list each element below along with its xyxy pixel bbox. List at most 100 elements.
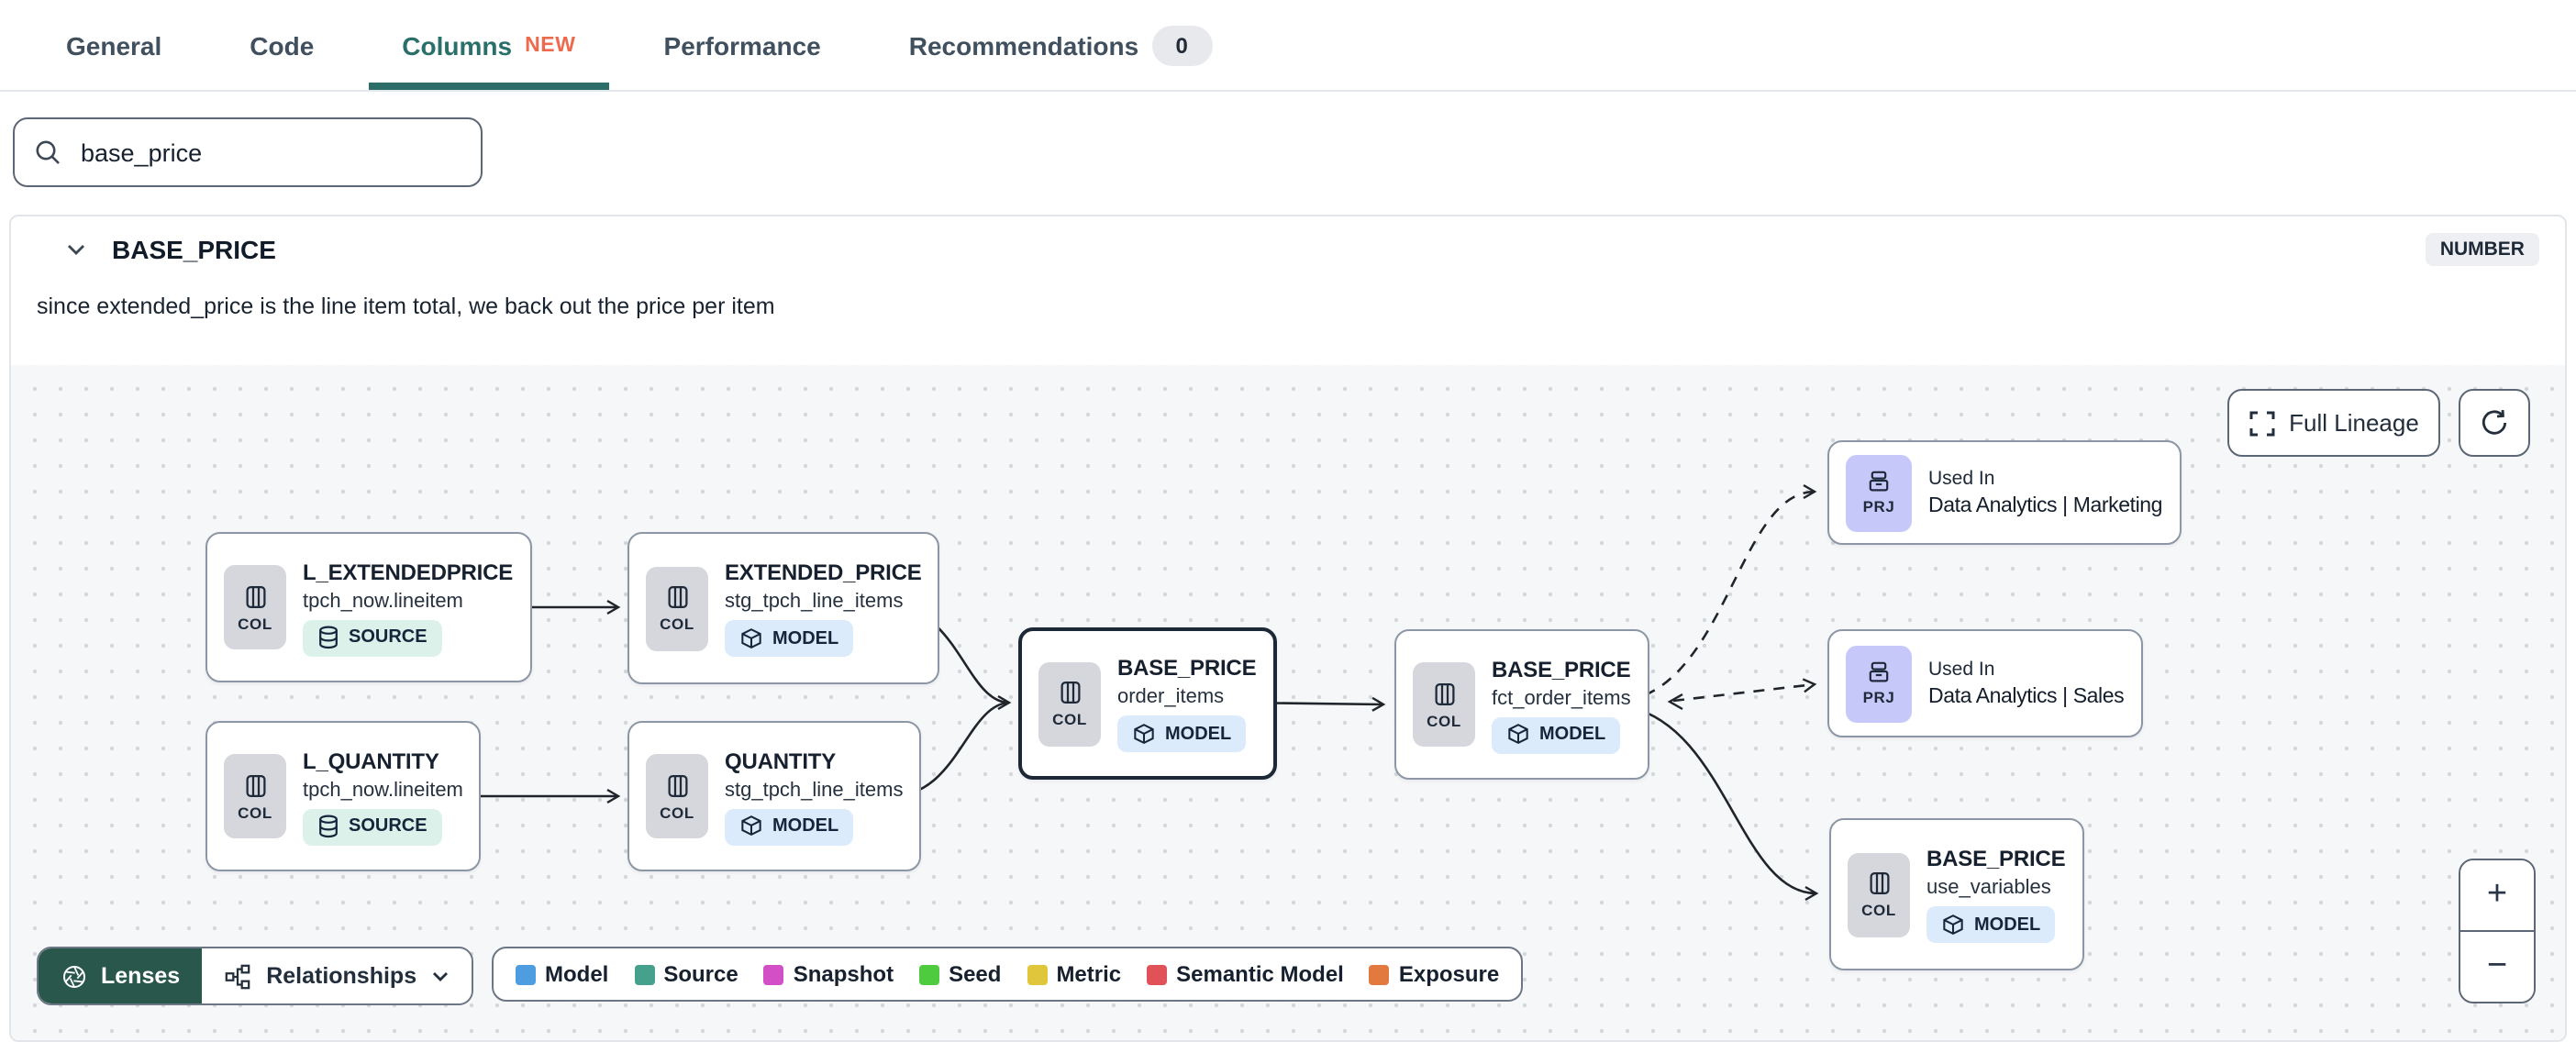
tab-general[interactable]: General: [66, 30, 162, 60]
refresh-button[interactable]: [2459, 389, 2530, 457]
legend-swatch: [763, 964, 784, 984]
col-badge: COL: [1038, 661, 1101, 746]
columns-icon: [245, 585, 265, 608]
node-subtitle: stg_tpch_line_items: [725, 591, 904, 613]
model-pill: MODEL: [1117, 715, 1247, 752]
cube-icon: [1134, 723, 1154, 744]
project-icon: [1869, 661, 1889, 682]
column-panel: BASE_PRICE NUMBER since extended_price i…: [9, 215, 2567, 1042]
columns-icon: [667, 586, 687, 609]
columns-icon: [1060, 682, 1080, 704]
node-subtitle: fct_order_items: [1492, 687, 1631, 709]
col-badge: COL: [224, 754, 286, 838]
lineage-node-l-extendedprice[interactable]: COL L_EXTENDEDPRICE tpch_now.lineitem SO…: [205, 532, 532, 682]
used-in-name: Data Analytics | Marketing: [1928, 495, 2163, 517]
cube-icon: [741, 815, 761, 837]
tab-columns[interactable]: Columns NEW: [369, 0, 608, 90]
columns-icon: [245, 774, 265, 797]
chevron-down-icon: [433, 971, 449, 981]
full-lineage-button[interactable]: Full Lineage: [2227, 389, 2440, 457]
collapse-chevron-icon[interactable]: [66, 242, 86, 257]
lineage-legend: Model Source Snapshot Seed Metric Semant…: [492, 947, 1524, 1002]
node-subtitle: stg_tpch_line_items: [725, 779, 904, 801]
legend-item-source: Source: [634, 961, 738, 987]
legend-item-model: Model: [516, 961, 608, 987]
tab-performance[interactable]: Performance: [663, 30, 821, 60]
used-in-label: Used In: [1928, 468, 1995, 490]
zoom-in-button[interactable]: +: [2460, 860, 2534, 930]
model-pill: MODEL: [1926, 906, 2056, 943]
legend-swatch: [516, 964, 536, 984]
node-subtitle: tpch_now.lineitem: [303, 779, 463, 801]
refresh-icon: [2482, 409, 2507, 435]
tab-code[interactable]: Code: [250, 30, 315, 60]
model-pill: MODEL: [725, 808, 854, 845]
search-icon: [36, 140, 60, 164]
lineage-edges: [461, 483, 1819, 902]
legend-item-snapshot: Snapshot: [763, 961, 894, 987]
cube-icon: [741, 627, 761, 648]
col-badge: COL: [224, 565, 286, 649]
legend-item-metric: Metric: [1027, 961, 1121, 987]
column-description: since extended_price is the line item to…: [37, 294, 775, 319]
search-input[interactable]: [77, 137, 462, 168]
source-pill: SOURCE: [303, 808, 442, 845]
column-panel-header: BASE_PRICE NUMBER: [11, 216, 2565, 283]
lineage-node-l-quantity[interactable]: COL L_QUANTITY tpch_now.lineitem SOURCE: [205, 721, 482, 871]
node-subtitle: order_items: [1117, 686, 1225, 708]
node-title: BASE_PRICE: [1492, 656, 1631, 682]
database-icon: [319, 626, 338, 649]
lineage-node-base-price-order-items[interactable]: COL BASE_PRICE order_items MODEL: [1018, 627, 1277, 780]
relationships-icon: [225, 963, 250, 989]
columns-icon: [1434, 682, 1454, 705]
node-title: BASE_PRICE: [1117, 655, 1257, 681]
legend-swatch: [1369, 964, 1390, 984]
columns-icon: [1869, 872, 1889, 895]
legend-item-seed: Seed: [919, 961, 1001, 987]
model-pill: MODEL: [725, 620, 854, 657]
relationships-dropdown[interactable]: Relationships: [202, 948, 472, 1003]
lineage-node-used-in-sales[interactable]: PRJ Used In Data Analytics | Sales: [1827, 629, 2143, 737]
node-title: QUANTITY: [725, 748, 837, 773]
column-name: BASE_PRICE: [112, 235, 276, 264]
expand-icon: [2248, 410, 2274, 436]
lineage-node-used-in-marketing[interactable]: PRJ Used In Data Analytics | Marketing: [1827, 440, 2182, 545]
cube-icon: [1943, 914, 1963, 935]
node-title: L_QUANTITY: [303, 748, 439, 773]
lineage-canvas[interactable]: COL L_EXTENDEDPRICE tpch_now.lineitem SO…: [11, 365, 2565, 1040]
lineage-node-base-price-fct-order-items[interactable]: COL BASE_PRICE fct_order_items MODEL: [1394, 629, 1649, 780]
column-type-badge: NUMBER: [2425, 233, 2539, 266]
tab-recommendations[interactable]: Recommendations 0: [909, 0, 1213, 90]
col-badge: COL: [646, 566, 708, 650]
legend-swatch: [1147, 964, 1168, 984]
lineage-node-quantity[interactable]: COL QUANTITY stg_tpch_line_items MODEL: [627, 721, 922, 871]
source-pill: SOURCE: [303, 619, 442, 656]
used-in-name: Data Analytics | Sales: [1928, 686, 2125, 708]
legend-item-exposure: Exposure: [1369, 961, 1499, 987]
database-icon: [319, 815, 338, 838]
zoom-out-button[interactable]: −: [2460, 930, 2534, 1002]
tab-bar: General Code Columns NEW Performance Rec…: [0, 0, 2576, 92]
prj-badge: PRJ: [1846, 454, 1912, 531]
aperture-icon: [63, 965, 85, 987]
used-in-label: Used In: [1928, 659, 1995, 681]
project-icon: [1869, 471, 1889, 492]
columns-icon: [667, 774, 687, 797]
cube-icon: [1508, 724, 1528, 745]
legend-swatch: [919, 964, 940, 984]
lenses-button[interactable]: Lenses: [39, 948, 203, 1003]
lineage-node-base-price-use-variables[interactable]: COL BASE_PRICE use_variables MODEL: [1829, 818, 2084, 970]
node-subtitle: use_variables: [1926, 877, 2051, 899]
node-title: EXTENDED_PRICE: [725, 560, 922, 585]
model-pill: MODEL: [1492, 716, 1621, 753]
node-title: L_EXTENDEDPRICE: [303, 559, 514, 584]
lineage-node-extended-price[interactable]: COL EXTENDED_PRICE stg_tpch_line_items M…: [627, 532, 940, 684]
legend-swatch: [1027, 964, 1048, 984]
node-title: BASE_PRICE: [1926, 846, 2066, 871]
col-badge: COL: [1413, 662, 1475, 747]
col-badge: COL: [1848, 852, 1910, 937]
legend-item-semantic-model: Semantic Model: [1147, 961, 1344, 987]
legend-swatch: [634, 964, 655, 984]
prj-badge: PRJ: [1846, 645, 1912, 722]
